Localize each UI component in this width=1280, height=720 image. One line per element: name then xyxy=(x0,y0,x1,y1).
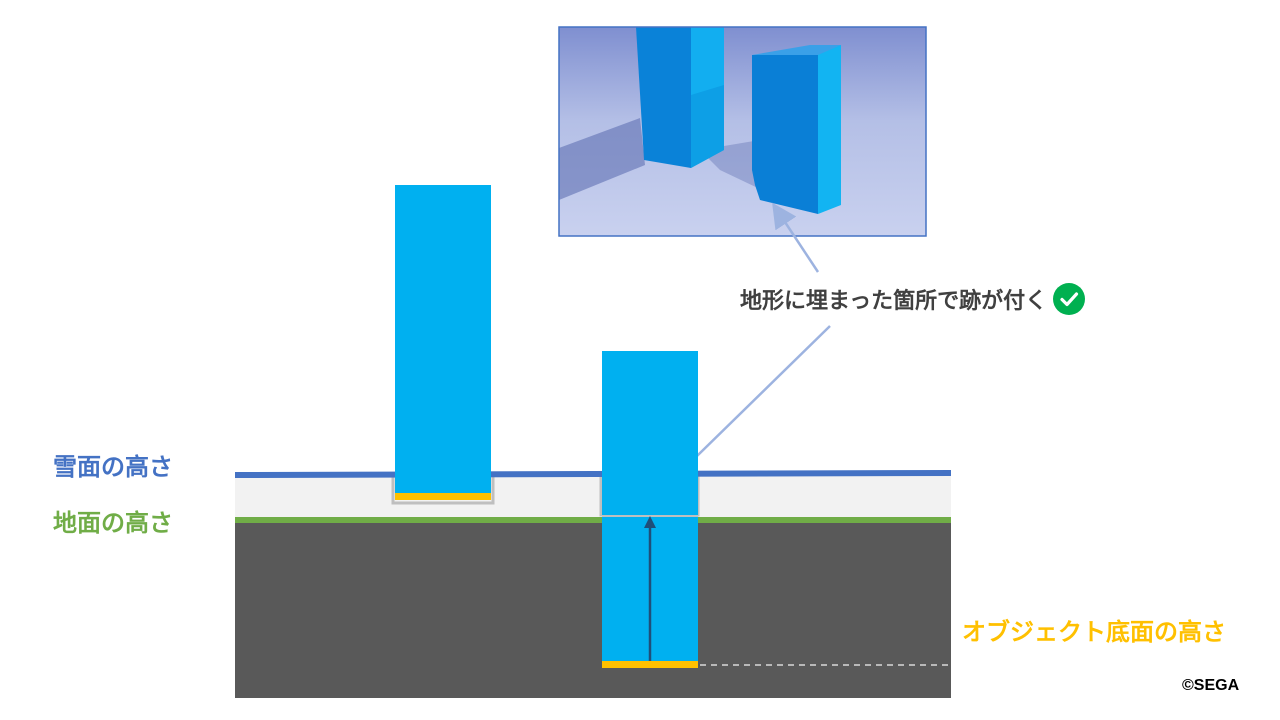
snow-layer xyxy=(235,472,951,520)
ground-height-label: 地面の高さ xyxy=(53,509,173,537)
photo-tall-pillar xyxy=(636,27,724,168)
check-circle-icon xyxy=(1053,283,1086,315)
copyright: ©SEGA xyxy=(1182,677,1240,694)
object-bottom-height-label: オブジェクト底面の高さ xyxy=(962,618,1226,646)
caption: 地形に埋まった箇所で跡が付く xyxy=(740,283,1086,315)
photo-shadow-left xyxy=(559,118,645,200)
cross-section xyxy=(234,185,952,698)
object-right-bottom-marker xyxy=(602,661,698,668)
callout-arrow-to-photo xyxy=(772,202,820,273)
render-photo xyxy=(558,26,927,237)
ground-layer xyxy=(235,520,951,698)
height-arrow-head xyxy=(644,516,656,528)
snow-surface-line xyxy=(234,470,952,478)
photo-frame xyxy=(558,26,927,237)
caption-text: 地形に埋まった箇所で跡が付く xyxy=(740,289,1048,314)
snow-height-label: 雪面の高さ xyxy=(53,453,173,481)
object-left xyxy=(395,185,491,500)
object-left-bottom-marker xyxy=(395,493,491,500)
snow-depression-left xyxy=(391,476,495,505)
photo-short-block xyxy=(752,45,841,214)
